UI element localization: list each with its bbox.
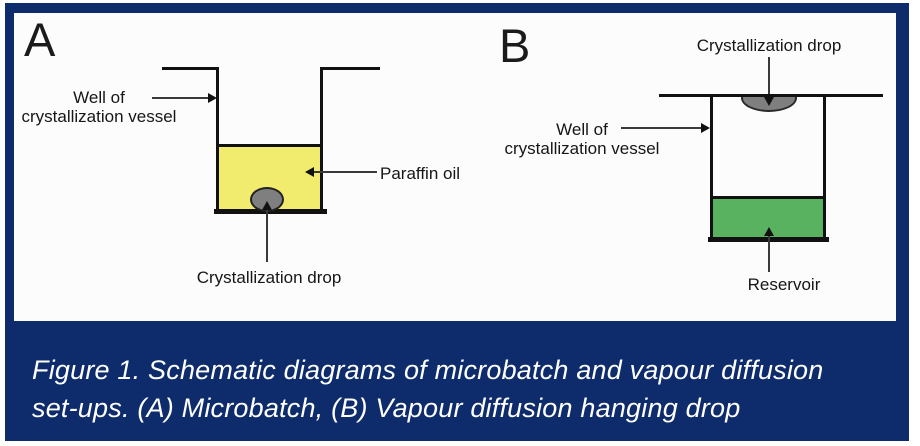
figure-frame: A Well of crystallization vessel Paraffi… bbox=[5, 3, 909, 441]
panel-b-well-wall-right bbox=[823, 94, 826, 242]
panel-a-well-rim-right bbox=[320, 67, 380, 70]
figure-caption-line1: Figure 1. Schematic diagrams of microbat… bbox=[32, 355, 824, 385]
panel-b-reservoir-surface-line bbox=[710, 196, 826, 199]
panel-a-oil-surface-line bbox=[216, 144, 323, 147]
panel-b-reservoir-label: Reservoir bbox=[747, 275, 821, 294]
panel-b-drop-arrowhead-icon bbox=[764, 97, 774, 106]
panel-a-well-label: Well of crystallization vessel bbox=[19, 88, 179, 126]
panel-a-well-wall-left bbox=[216, 67, 219, 214]
panel-b-well-arrow-line bbox=[621, 127, 701, 129]
panel-b-letter: B bbox=[499, 19, 531, 72]
panel-b-well-arrowhead-icon bbox=[701, 123, 710, 133]
panel-b-reservoir-arrow-line bbox=[768, 236, 770, 272]
panel-a-paraffin-arrow-line bbox=[313, 171, 377, 173]
figure-caption: Figure 1. Schematic diagrams of microbat… bbox=[5, 321, 909, 441]
panel-b-well-label-line2: crystallization vessel bbox=[504, 139, 660, 158]
panel-a-paraffin-label: Paraffin oil bbox=[380, 164, 461, 183]
panel-a-drop-arrow-line bbox=[266, 210, 268, 262]
panel-a-well-arrowhead-icon bbox=[208, 93, 217, 103]
panel-b-well-label: Well of crystallization vessel bbox=[502, 120, 662, 158]
panel-b-well-wall-left bbox=[710, 94, 713, 242]
panel-a-drop-arrowhead-icon bbox=[262, 201, 272, 210]
panel-b-well-label-line1: Well of bbox=[556, 120, 608, 139]
panel-b-cover-slip-line bbox=[659, 94, 883, 97]
panel-a-letter: A bbox=[24, 13, 56, 66]
diagram-area: A Well of crystallization vessel Paraffi… bbox=[14, 13, 896, 321]
panel-a-drop-label: Crystallization drop bbox=[196, 268, 342, 287]
panel-a-well-arrow-line bbox=[152, 97, 208, 99]
panel-a-well-rim-left bbox=[162, 67, 219, 70]
panel-b-drop-arrow-line bbox=[768, 57, 770, 99]
panel-a-well-label-line2: crystallization vessel bbox=[21, 107, 177, 126]
panel-b-reservoir-arrowhead-icon bbox=[764, 227, 774, 236]
panel-a-well-wall-right bbox=[320, 67, 323, 214]
panel-a-paraffin-arrowhead-icon bbox=[305, 167, 314, 177]
panel-b-drop-label: Crystallization drop bbox=[696, 36, 842, 55]
panel-a-well-label-line1: Well of bbox=[73, 88, 125, 107]
figure-caption-line2: set-ups. (A) Microbatch, (B) Vapour diff… bbox=[32, 393, 741, 423]
